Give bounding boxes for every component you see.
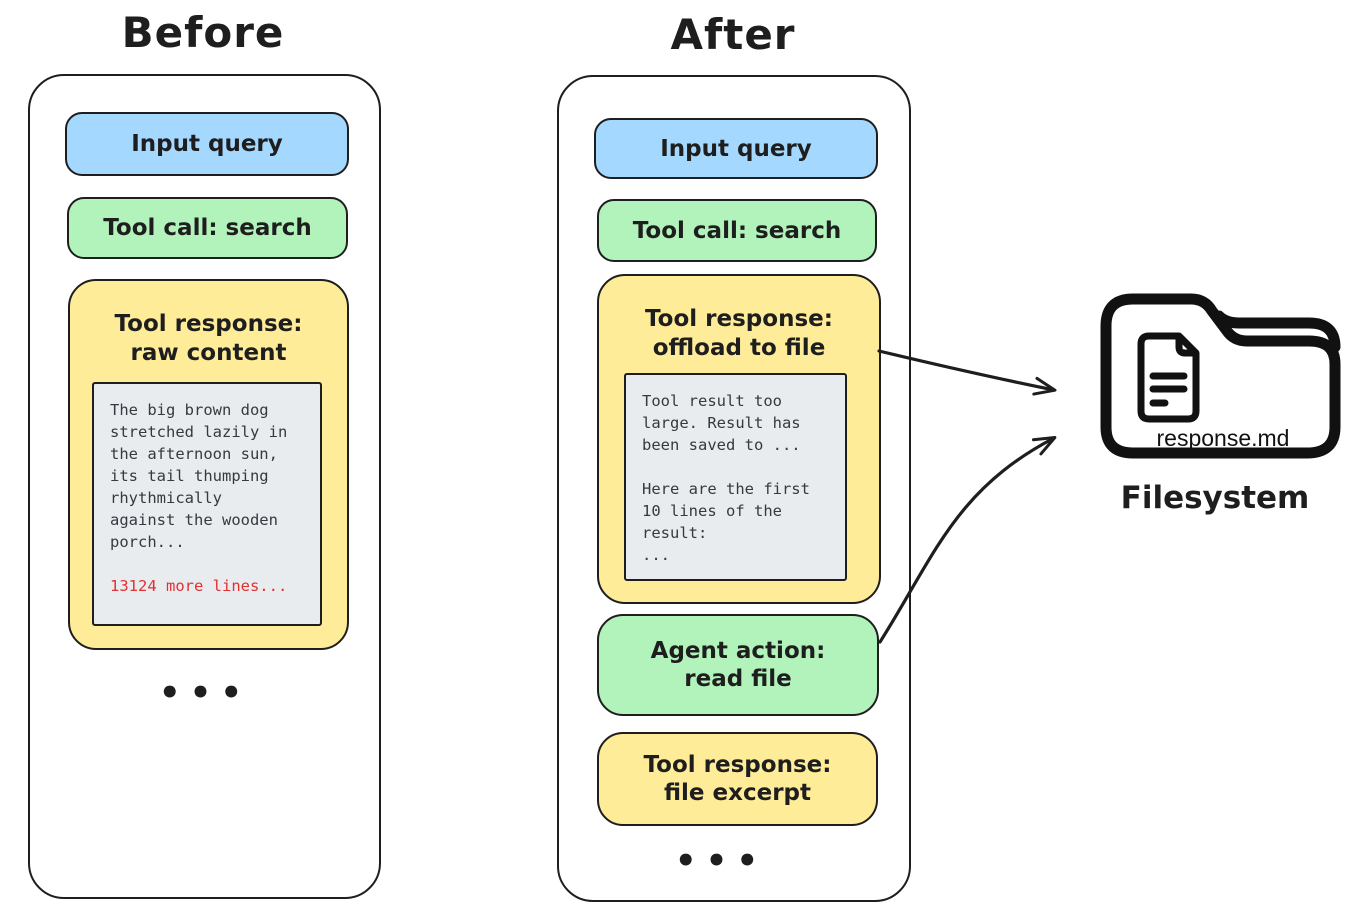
after-agent-action-box: Agent action: read file	[597, 614, 879, 716]
before-tool-response-box: Tool response: raw content The big brown…	[68, 279, 349, 650]
after-title: After	[670, 10, 796, 59]
folder-icon	[1100, 293, 1341, 459]
before-input-query-label: Input query	[131, 131, 283, 157]
after-offload-title-line1: Tool response:	[645, 306, 833, 332]
before-input-query-box: Input query	[65, 112, 349, 176]
document-icon	[1137, 332, 1200, 423]
after-excerpt-line2: file excerpt	[663, 780, 811, 806]
after-offload-snippet-panel: Tool result too large. Result has been s…	[624, 373, 847, 581]
after-tool-response-offload-box: Tool response: offload to file Tool resu…	[597, 274, 881, 604]
before-tool-call-box: Tool call: search	[67, 197, 348, 259]
after-tool-response-offload-title: Tool response: offload to file	[599, 276, 879, 363]
after-agent-action-line2: read file	[684, 666, 792, 692]
before-raw-content-panel: The big brown dog stretched lazily in th…	[92, 382, 322, 626]
file-name-label: response.md	[1156, 425, 1290, 451]
after-tool-response-excerpt-box: Tool response: file excerpt	[597, 732, 878, 826]
after-input-query-label: Input query	[660, 135, 812, 162]
after-ellipsis: •••	[674, 841, 768, 881]
after-conversation-container: Input query Tool call: search Tool respo…	[557, 75, 911, 902]
after-agent-action-line1: Agent action:	[650, 638, 826, 664]
before-ellipsis: •••	[158, 673, 252, 713]
before-more-lines-text: 13124 more lines...	[110, 577, 288, 595]
after-offload-title-line2: offload to file	[652, 335, 826, 361]
filesystem-caption: Filesystem	[1120, 480, 1310, 516]
before-raw-content-text: The big brown dog stretched lazily in th…	[110, 401, 288, 551]
before-tool-response-title-line2: raw content	[130, 340, 287, 366]
before-title: Before	[121, 8, 285, 57]
before-tool-call-label: Tool call: search	[103, 215, 312, 241]
after-tool-call-box: Tool call: search	[597, 199, 877, 262]
after-offload-snippet-text: Tool result too large. Result has been s…	[642, 392, 810, 564]
before-conversation-container: Input query Tool call: search Tool respo…	[28, 74, 381, 899]
before-tool-response-title-line1: Tool response:	[114, 311, 303, 337]
before-tool-response-title: Tool response: raw content	[70, 281, 347, 368]
after-excerpt-line1: Tool response:	[643, 752, 832, 778]
after-tool-call-label: Tool call: search	[632, 217, 842, 244]
after-input-query-box: Input query	[594, 118, 878, 179]
